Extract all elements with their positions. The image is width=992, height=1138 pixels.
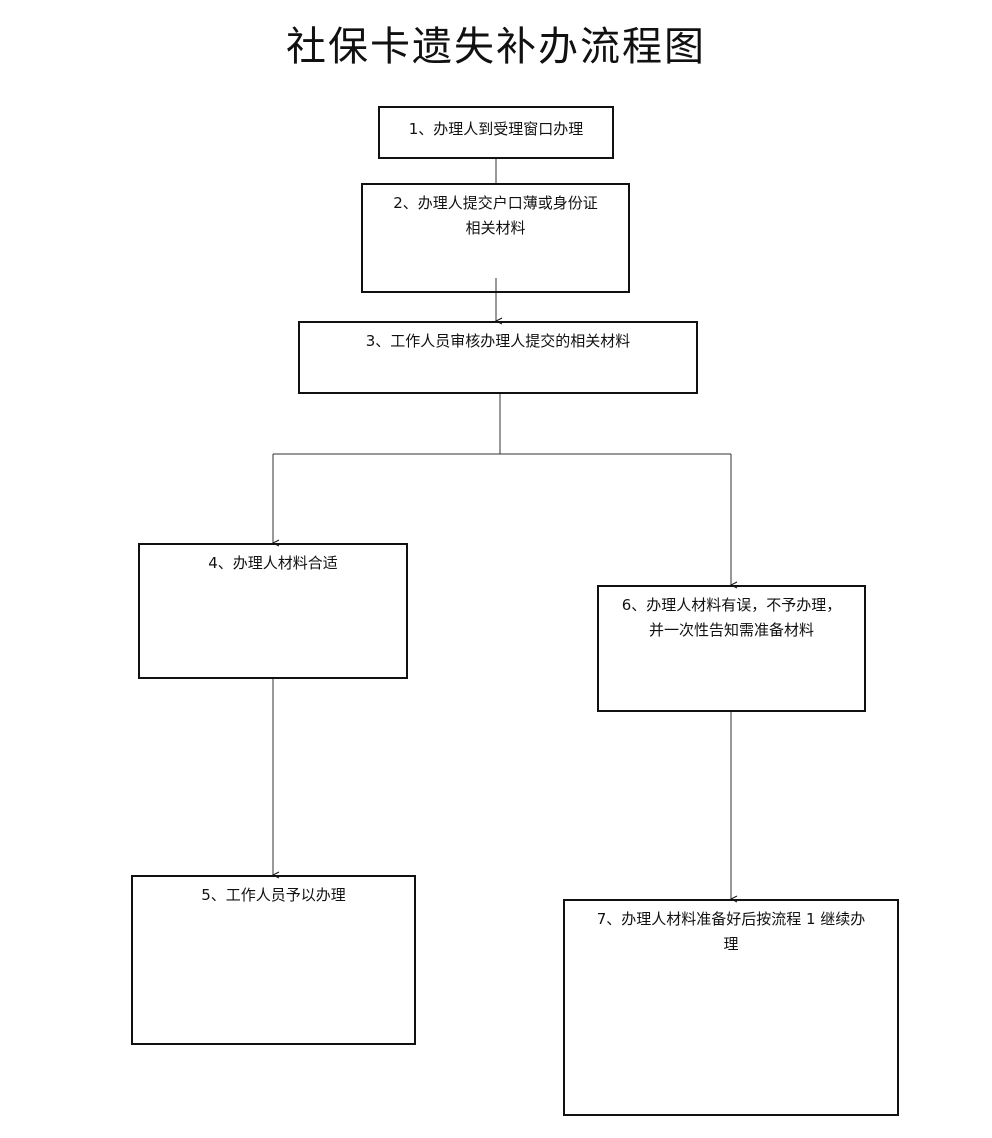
step-5-text: 5、工作人员予以办理 — [201, 886, 346, 904]
step-3-text: 3、工作人员审核办理人提交的相关材料 — [365, 332, 631, 350]
step-5-box: 5、工作人员予以办理 — [131, 875, 416, 1045]
step-3-box: 3、工作人员审核办理人提交的相关材料 — [298, 321, 698, 394]
step-6-box: 6、办理人材料有误，不予办理， 并一次性告知需准备材料 — [597, 585, 866, 712]
step-1-box: 1、办理人到受理窗口办理 — [378, 106, 614, 159]
diagram-title: 社保卡遗失补办流程图 — [286, 24, 706, 70]
step-2-text-line-1: 2、办理人提交户口薄或身份证 — [393, 194, 598, 212]
step-2-box: 2、办理人提交户口薄或身份证 相关材料 — [361, 183, 630, 293]
step-4-text: 4、办理人材料合适 — [208, 554, 338, 572]
step-7-box: 7、办理人材料准备好后按流程 1 继续办 理 — [563, 899, 899, 1116]
step-7-text-line-1: 7、办理人材料准备好后按流程 1 继续办 — [596, 910, 866, 928]
step-7-text-line-2: 理 — [723, 935, 739, 953]
step-6-text-line-2: 并一次性告知需准备材料 — [648, 621, 814, 639]
step-1-text: 1、办理人到受理窗口办理 — [408, 120, 584, 138]
step-2-text-line-2: 相关材料 — [465, 219, 526, 237]
step-6-text-line-1: 6、办理人材料有误，不予办理， — [621, 596, 842, 614]
step-4-box: 4、办理人材料合适 — [138, 543, 408, 679]
